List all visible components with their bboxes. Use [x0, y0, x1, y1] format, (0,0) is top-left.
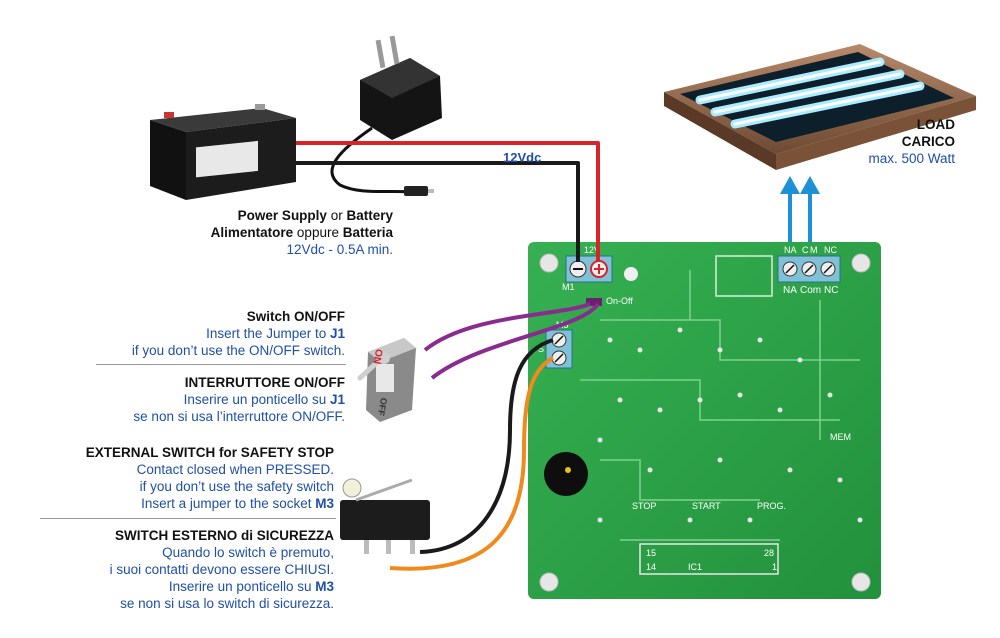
ext-switch-it-caption: SWITCH ESTERNO di SICUREZZA Quando lo sw…: [20, 527, 334, 612]
switch-en-line-1: Insert the Jumper to J1: [60, 325, 345, 342]
switch-it-line-2: se non si usa l’interruttore ON/OFF.: [133, 409, 345, 424]
toggle-switch-image: ON OFF: [357, 338, 416, 422]
battery-text: Battery: [346, 208, 393, 223]
label-nc: NC: [824, 285, 838, 296]
switch-en-j1: J1: [329, 326, 345, 341]
wire-red-positive: [296, 141, 600, 262]
wire-black-switch: [419, 338, 554, 554]
switch-it-caption: INTERRUTTORE ON/OFF Inserire un ponticel…: [60, 374, 345, 425]
power-spec-text: 12Vdc - 0.5A min.: [286, 242, 393, 257]
batteria-text: Batteria: [342, 225, 393, 240]
label-c-top: C: [802, 245, 809, 255]
switch-en-title: Switch ON/OFF: [246, 309, 345, 324]
toggle-mark-on: ON: [371, 348, 384, 365]
label-nc-top: NC: [824, 245, 837, 255]
load-spec: max. 500 Watt: [868, 151, 955, 166]
ext-en-line-3: Insert a jumper to the socket M3: [20, 495, 334, 512]
label-m1: M1: [562, 282, 575, 292]
label-pin1: 1: [772, 562, 777, 572]
power-adapter-image: [330, 35, 442, 196]
label-pin14: 14: [646, 562, 656, 572]
power-line-2: Alimentatore oppure Batteria: [120, 224, 393, 241]
switch-it-text: Inserire un ponticello su: [183, 392, 330, 407]
ext-en-line-2: if you don’t use the safety switch: [139, 479, 334, 494]
label-pin28: 28: [764, 548, 774, 558]
label-m-top: M: [810, 245, 818, 255]
power-supply-caption: Power Supply or Battery Alimentatore opp…: [120, 207, 393, 258]
load-title: LOAD: [916, 117, 955, 132]
ext-it-text: Inserire un ponticello su: [168, 579, 316, 594]
pcb-board: [528, 242, 881, 599]
ext-it-line-4: se non si usa lo switch di sicurezza.: [120, 596, 334, 611]
wires: [296, 141, 600, 571]
switch-en-caption: Switch ON/OFF Insert the Jumper to J1 if…: [60, 308, 345, 359]
switch-it-line-1: Inserire un ponticello su J1: [60, 391, 345, 408]
toggle-mark-off: OFF: [376, 397, 389, 417]
ext-en-text: Insert a jumper to the socket: [141, 496, 316, 511]
wire-voltage-label: 12Vdc: [503, 150, 541, 165]
wire-purple-2: [430, 302, 600, 380]
label-on-off: On-Off: [606, 296, 633, 306]
uv-lamp-image: [664, 44, 976, 170]
ext-en-m3: M3: [315, 496, 334, 511]
divider: [40, 518, 336, 519]
label-prog: PROG.: [757, 501, 786, 511]
wire-purple-1: [423, 302, 591, 352]
switch-en-text: Insert the Jumper to: [206, 326, 330, 341]
switch-it-j1: J1: [329, 392, 345, 407]
switch-it-title: INTERRUTTORE ON/OFF: [184, 375, 345, 390]
label-na: NA: [783, 285, 797, 296]
ext-it-title: SWITCH ESTERNO di SICUREZZA: [115, 528, 334, 543]
label-12v: 12V: [584, 245, 600, 255]
power-or-text: or: [326, 208, 347, 223]
label-pin15: 15: [646, 548, 656, 558]
battery-image: [150, 104, 296, 200]
label-s: S: [538, 344, 544, 354]
ext-switch-en-caption: EXTERNAL SWITCH for SAFETY STOP Contact …: [20, 444, 334, 512]
ext-it-line-3: Inserire un ponticello su M3: [20, 578, 334, 595]
label-start: START: [692, 501, 721, 511]
divider: [96, 364, 346, 365]
label-com: Com: [800, 285, 821, 296]
power-line-1: Power Supply or Battery: [120, 207, 393, 224]
ext-it-m3: M3: [315, 579, 334, 594]
label-stop: STOP: [632, 501, 656, 511]
label-ic: IC1: [688, 562, 702, 572]
ext-it-line-1: Quando lo switch è premuto,: [162, 545, 334, 560]
label-mem: MEM: [830, 432, 851, 442]
alimentatore-text: Alimentatore: [210, 225, 294, 240]
ext-en-title: EXTERNAL SWITCH for SAFETY STOP: [85, 445, 334, 460]
load-caption: LOAD CARICO max. 500 Watt: [820, 116, 955, 167]
switch-en-line-2: if you don’t use the ON/OFF switch.: [131, 343, 345, 358]
ext-it-line-2: i suoi contatti devono essere CHIUSI.: [109, 562, 334, 577]
label-na-top: NA: [784, 245, 797, 255]
ext-en-line-1: Contact closed when PRESSED.: [136, 462, 334, 477]
micro-switch-image: [340, 478, 430, 554]
wire-black-negative: [296, 161, 580, 262]
wire-orange-switch: [389, 356, 555, 571]
oppure-text: oppure: [293, 225, 343, 240]
carico-title: CARICO: [901, 134, 955, 149]
power-supply-text: Power Supply: [237, 208, 327, 223]
